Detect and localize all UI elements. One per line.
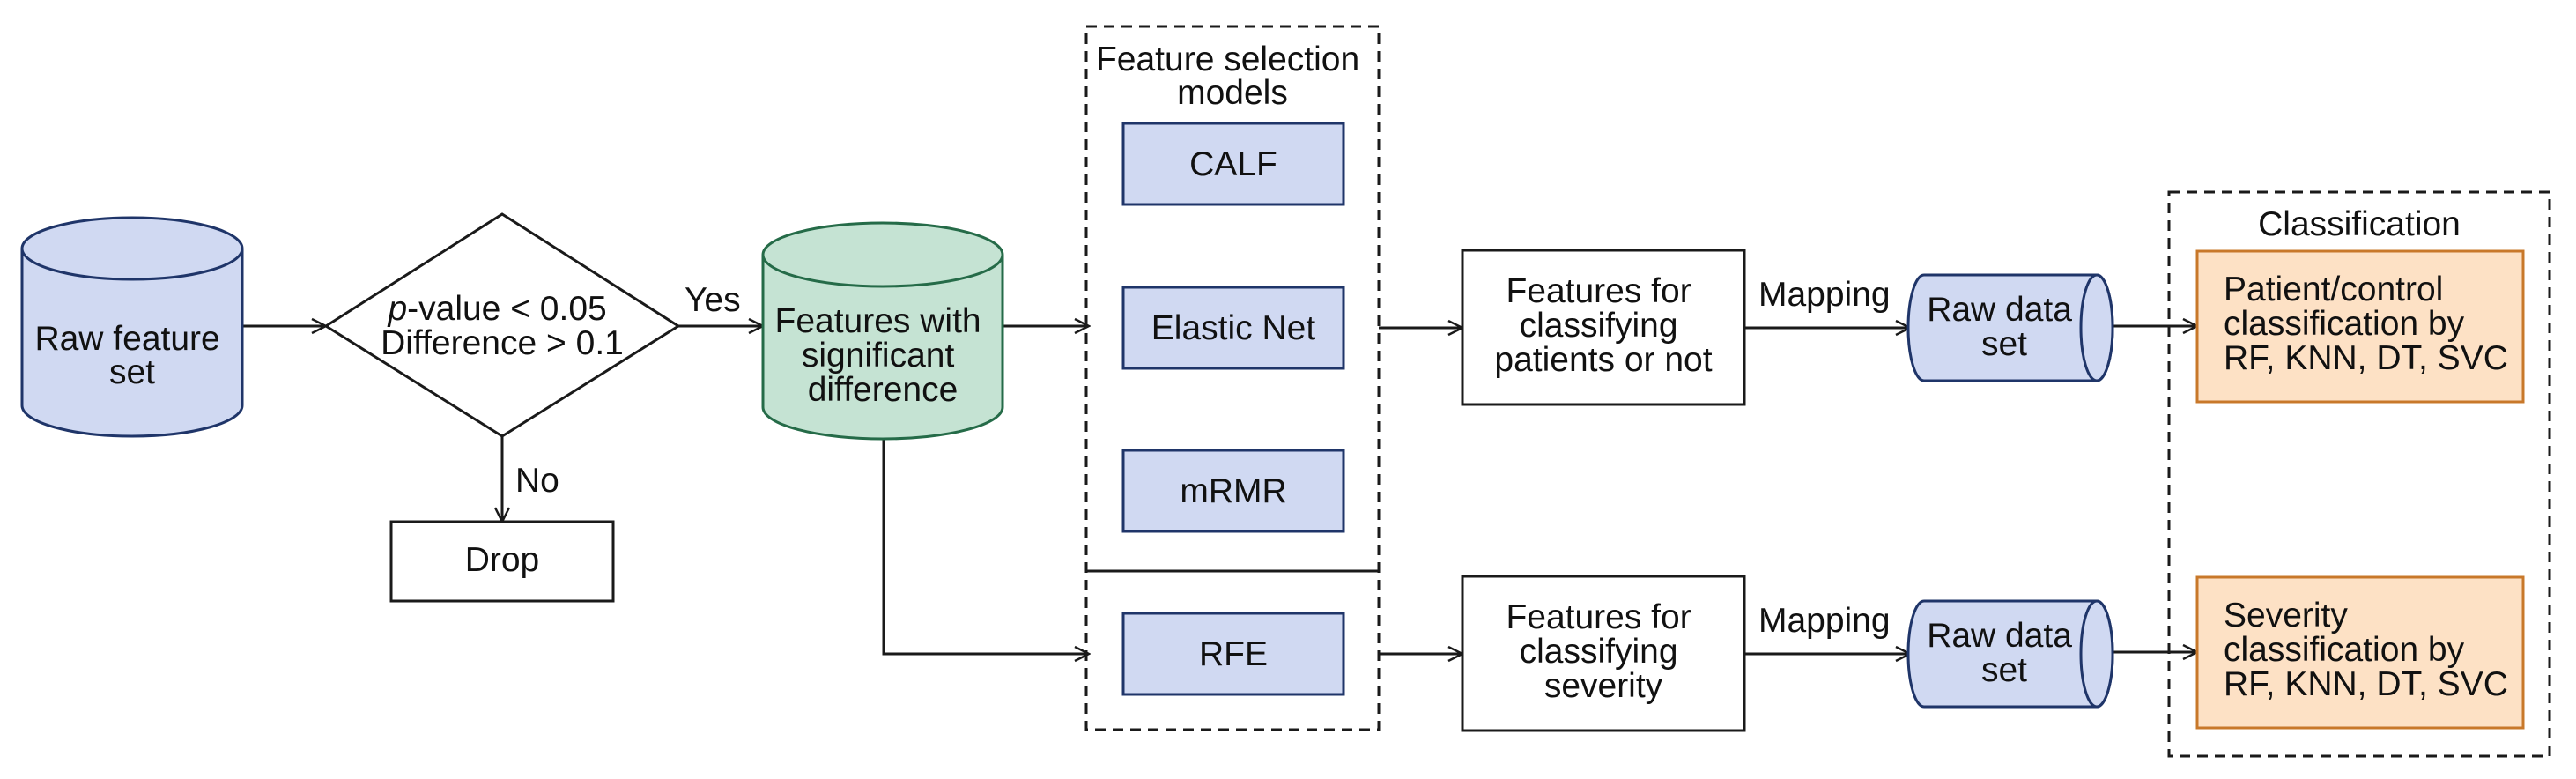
- calf-node: CALF: [1121, 122, 1345, 206]
- raw-feature-set-node: Raw feature set: [20, 216, 244, 438]
- significant-features-node: Features with significant difference: [761, 221, 1004, 441]
- mrmr-label: mRMR: [1180, 472, 1286, 510]
- mrmr-box: [1121, 449, 1345, 533]
- patient-classification-node: Patient/control classification by RF, KN…: [2195, 249, 2525, 404]
- patient-classification-label: Patient/control classification by RF, KN…: [2224, 271, 2508, 377]
- features-severity-box: [1461, 575, 1746, 732]
- severity-classification-label: Severity classification by RF, KNN, DT, …: [2224, 597, 2508, 703]
- edges: Yes No Mapping Mapping: [242, 276, 2197, 654]
- raw-data-set-bottom-node: Raw data set: [1906, 599, 2114, 709]
- raw-feature-set-body: [20, 249, 244, 438]
- raw-feature-set-top: [20, 216, 244, 281]
- features-severity-label: Features for classifying severity: [1506, 598, 1700, 705]
- raw-data-set-top-cap: [2079, 273, 2114, 382]
- decision-label: p-value < 0.05 Difference > 0.1: [381, 290, 624, 362]
- mrmr-node: mRMR: [1121, 449, 1345, 533]
- feature-selection-title: Feature selection models: [1096, 41, 1369, 112]
- significant-features-body: [761, 255, 1004, 441]
- edge-label-no: No: [515, 462, 559, 500]
- patient-classification-box: [2195, 249, 2525, 404]
- feature-selection-frame: [1084, 25, 1381, 731]
- significant-features-top: [761, 221, 1004, 288]
- calf-label: CALF: [1189, 145, 1277, 183]
- edge-label-mapping-top: Mapping: [1758, 276, 1891, 314]
- drop-label: Drop: [465, 541, 540, 579]
- severity-classification-node: Severity classification by RF, KNN, DT, …: [2195, 575, 2525, 730]
- edge-label-mapping-bottom: Mapping: [1758, 602, 1891, 640]
- edge-label-yes: Yes: [685, 281, 741, 319]
- elastic-net-box: [1121, 286, 1345, 370]
- raw-data-set-top-label: Raw data set: [1927, 291, 2082, 363]
- features-patients-box: [1461, 249, 1746, 406]
- rfe-node: RFE: [1121, 612, 1345, 696]
- elastic-net-node: Elastic Net: [1121, 286, 1345, 370]
- rfe-label: RFE: [1199, 635, 1268, 673]
- drop-box: [389, 520, 615, 603]
- edge-significant-to-rfe: [882, 438, 1089, 654]
- rfe-box: [1121, 612, 1345, 696]
- drop-node: Drop: [389, 520, 615, 603]
- feature-selection-group: Feature selection models: [1084, 25, 1381, 731]
- elastic-net-label: Elastic Net: [1151, 309, 1316, 347]
- raw-data-set-bottom-cap: [2079, 599, 2114, 709]
- classification-frame: [2167, 190, 2551, 758]
- raw-feature-set-label: Raw feature set: [34, 320, 229, 391]
- raw-data-set-bottom-label: Raw data set: [1927, 617, 2082, 689]
- decision-diamond: [323, 212, 681, 438]
- classification-group: Classification: [2167, 190, 2551, 758]
- calf-box: [1121, 122, 1345, 206]
- features-patients-node: Features for classifying patients or not: [1461, 249, 1746, 406]
- features-severity-node: Features for classifying severity: [1461, 575, 1746, 732]
- classification-title: Classification: [2258, 205, 2461, 243]
- raw-data-set-top-node: Raw data set: [1906, 273, 2114, 382]
- features-patients-label: Features for classifying patients or not: [1494, 272, 1712, 379]
- decision-node: p-value < 0.05 Difference > 0.1: [323, 212, 681, 438]
- significant-features-label: Features with significant difference: [775, 302, 991, 409]
- severity-classification-box: [2195, 575, 2525, 730]
